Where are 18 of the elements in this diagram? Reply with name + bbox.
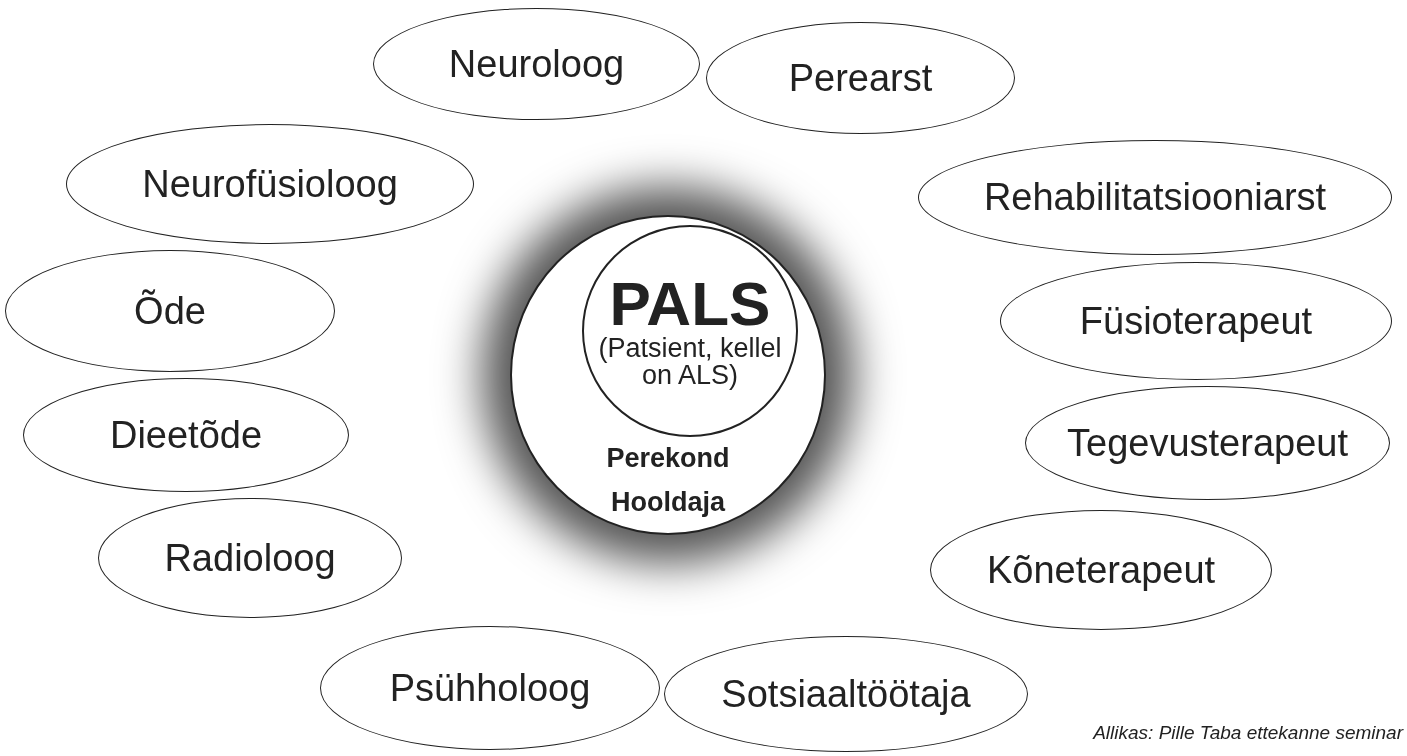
- specialist-label: Sotsiaaltöötaja: [721, 672, 971, 716]
- specialist-label: Neurofüsioloog: [142, 162, 398, 206]
- specialist-label: Füsioterapeut: [1079, 299, 1313, 343]
- source-note: Allikas: Pille Taba ettekanne seminar: [1093, 722, 1403, 744]
- specialist-label: Perearst: [788, 56, 933, 100]
- specialist-label: Tegevusterapeut: [1067, 421, 1348, 465]
- specialist-label: Radioloog: [164, 536, 336, 580]
- specialist-label: Õde: [134, 289, 206, 333]
- family-label: Hooldaja: [610, 487, 727, 518]
- specialist-label: Rehabilitatsiooniarst: [983, 176, 1327, 219]
- specialist-label: Kõneterapeut: [986, 548, 1216, 592]
- specialist-label: Psühholoog: [389, 666, 591, 710]
- patient-subtitle: (Patsient, kellel on ALS): [597, 335, 783, 389]
- patient-title: PALS: [609, 273, 771, 335]
- specialist-label: Dieetõde: [109, 413, 263, 457]
- specialist-label: Neuroloog: [448, 42, 625, 86]
- family-circle: [510, 215, 826, 535]
- family-label: Perekond: [605, 443, 731, 474]
